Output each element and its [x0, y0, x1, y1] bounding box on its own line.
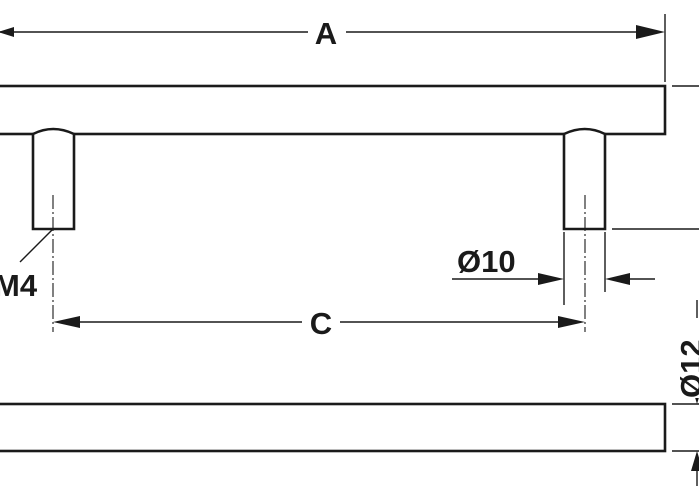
dimension-c-arrow-right [558, 316, 585, 328]
thread-label: M4 [0, 268, 38, 303]
dimension-c: C [53, 306, 585, 341]
bar-diameter-arrow-bottom [691, 451, 699, 471]
dimension-c-arrow-left [53, 316, 80, 328]
bar-diameter-label: Ø12 [674, 339, 699, 398]
leg-diameter-arrow-right [605, 273, 630, 285]
dimension-a-label: A [315, 16, 337, 51]
plan-view [0, 402, 699, 453]
handle-bar [0, 84, 667, 136]
left-standoff [31, 127, 76, 231]
dimension-a-arrow-left [0, 27, 14, 37]
bar-height-extensions [612, 85, 699, 230]
side-elevation [0, 84, 667, 332]
thread-leader-line [19, 229, 53, 263]
dimension-leg-diameter: Ø10 [452, 232, 655, 305]
right-standoff [562, 127, 607, 231]
dimension-a-arrow-right [636, 25, 665, 39]
thread-callout: M4 [0, 229, 53, 303]
dimension-a: A [0, 14, 666, 82]
dimension-c-label: C [310, 306, 332, 341]
handle-bar-plan [0, 402, 667, 453]
bar-diameter-label-background [674, 318, 699, 398]
leg-diameter-arrow-left [538, 273, 564, 285]
leg-diameter-label: Ø10 [457, 244, 516, 279]
dimension-bar-diameter: Ø12 [674, 300, 699, 486]
